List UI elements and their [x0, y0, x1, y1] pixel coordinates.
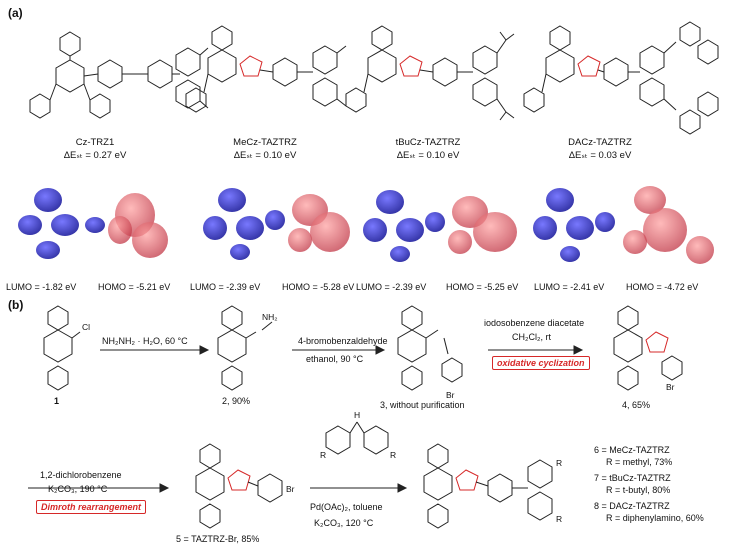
- molecule-1-dest: ΔEₛₜ = 0.27 eV: [63, 150, 127, 161]
- structure-dacz-taztrz: [523, 21, 719, 135]
- molecule-2-caption: MeCz-TAZTRZ ΔEₛₜ = 0.10 eV: [205, 136, 325, 162]
- orbital-4: [533, 186, 714, 264]
- lumo-1: LUMO = -1.82 eV: [6, 282, 77, 292]
- orbital-1: [18, 188, 168, 259]
- product-8-detail: R = diphenylamino, 60%: [606, 513, 704, 523]
- molecule-3-name: tBuCz-TAZTRZ: [395, 137, 461, 148]
- atom-r-1: R: [320, 450, 327, 460]
- dimroth-rearrangement-box: Dimroth rearrangement: [36, 500, 147, 514]
- step5-conditions: K₂CO₃, 120 °C: [314, 518, 374, 528]
- structure-cz-trz1: [29, 31, 209, 119]
- homo-1: HOMO = -5.21 eV: [98, 282, 171, 292]
- product-7-detail: R = t-butyl, 80%: [606, 485, 671, 495]
- atom-cl: Cl: [82, 322, 91, 332]
- molecule-4-name: DACz-TAZTRZ: [568, 137, 632, 148]
- step1-reagent: NH₂NH₂ · H₂O, 60 °C: [102, 336, 188, 346]
- homo-2: HOMO = -5.28 eV: [282, 282, 355, 292]
- product-7-name: 7 = tBuCz-TAZTRZ: [594, 473, 671, 483]
- atom-nh2: NH₂: [262, 312, 278, 322]
- panel-a-label: (a): [8, 6, 23, 20]
- compound-4-label: 4, 65%: [622, 400, 651, 410]
- product-6-detail: R = methyl, 73%: [606, 457, 673, 467]
- step4-conditions: K₂CO₃, 190 °C: [48, 484, 108, 494]
- orbital-images: [18, 186, 714, 264]
- orbital-2: [203, 188, 350, 260]
- molecule-1-name: Cz-TRZ1: [75, 137, 115, 148]
- step3-conditions: CH₂Cl₂, rt: [512, 332, 551, 342]
- compound-3-label: 3, without purification: [380, 400, 465, 410]
- lumo-2: LUMO = -2.39 eV: [190, 282, 261, 292]
- orbital-3: [363, 190, 517, 262]
- molecule-2-dest: ΔEₛₜ = 0.10 eV: [233, 150, 297, 161]
- product-6-name: 6 = MeCz-TAZTRZ: [594, 445, 670, 455]
- step2-conditions: ethanol, 90 °C: [306, 354, 364, 364]
- oxidative-cyclization-box: oxidative cyclization: [492, 356, 590, 370]
- molecule-3-dest: ΔEₛₜ = 0.10 eV: [396, 150, 460, 161]
- homo-4: HOMO = -4.72 eV: [626, 282, 699, 292]
- atom-br-4: Br: [666, 382, 675, 392]
- compound-5-label: 5 = TAZTRZ-Br, 85%: [176, 534, 260, 544]
- molecule-3-caption: tBuCz-TAZTRZ ΔEₛₜ = 0.10 eV: [368, 136, 488, 162]
- structure-tbucz-taztrz: [345, 25, 515, 121]
- compound-1-label: 1: [54, 396, 60, 406]
- scheme-structures: [28, 305, 683, 529]
- atom-r-4: R: [556, 514, 563, 524]
- molecule-2-name: MeCz-TAZTRZ: [233, 137, 297, 148]
- panel-b-label: (b): [8, 298, 24, 312]
- molecule-1-caption: Cz-TRZ1 ΔEₛₜ = 0.27 eV: [40, 136, 150, 162]
- product-8-name: 8 = DACz-TAZTRZ: [594, 501, 670, 511]
- atom-br-3: Br: [446, 390, 455, 400]
- homo-3: HOMO = -5.25 eV: [446, 282, 519, 292]
- molecule-4-caption: DACz-TAZTRZ ΔEₛₜ = 0.03 eV: [540, 136, 660, 162]
- lumo-4: LUMO = -2.41 eV: [534, 282, 605, 292]
- step2-reagent: 4-bromobenzaldehyde: [298, 336, 388, 346]
- atom-br-5: Br: [286, 484, 295, 494]
- products-legend: 6 = MeCz-TAZTRZ R = methyl, 73% 7 = tBuC…: [594, 444, 704, 524]
- step5-reagent: Pd(OAc)₂, toluene: [310, 502, 383, 512]
- step4-reagent: 1,2-dichlorobenzene: [40, 470, 122, 480]
- atom-r-3: R: [556, 458, 563, 468]
- structure-mecz-taztrz: [185, 25, 347, 113]
- step3-reagent: iodosobenzene diacetate: [484, 318, 585, 328]
- atom-h-carbazole: H: [354, 410, 361, 420]
- panel-a-structures: [29, 21, 719, 135]
- compound-2-label: 2, 90%: [222, 396, 251, 406]
- molecule-4-dest: ΔEₛₜ = 0.03 eV: [568, 150, 632, 161]
- atom-r-2: R: [390, 450, 397, 460]
- lumo-3: LUMO = -2.39 eV: [356, 282, 427, 292]
